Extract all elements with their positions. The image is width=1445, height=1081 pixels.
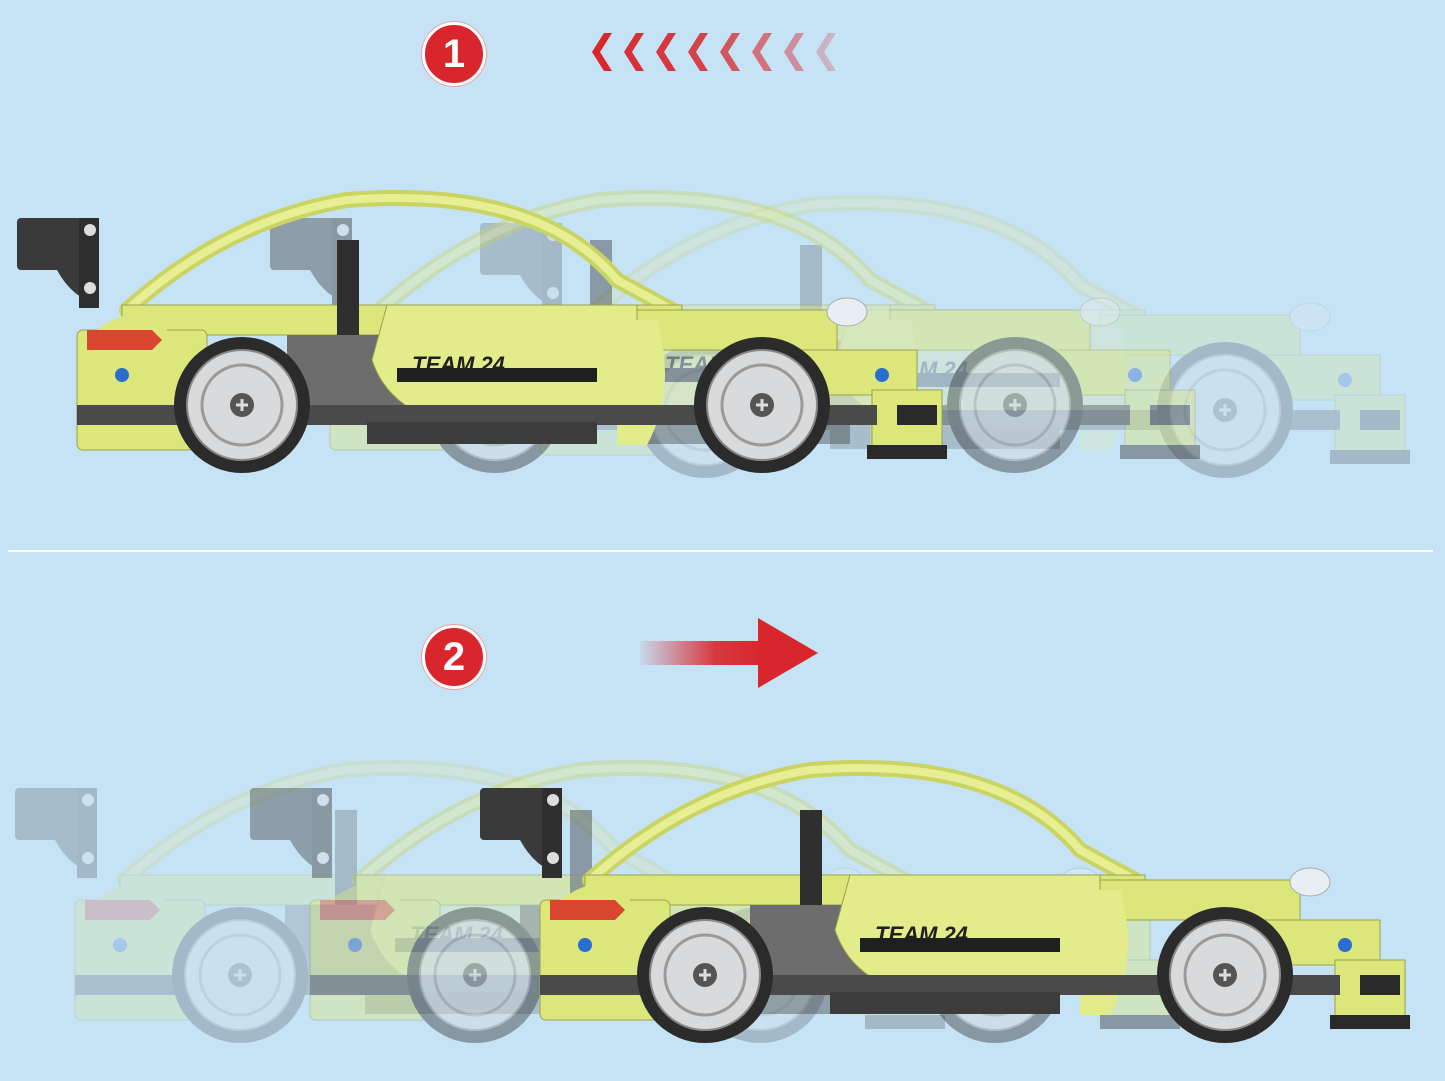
step-2-number: 2 [442,634,466,679]
step-1-number: 1 [442,31,466,76]
forward-arrow-icon [640,618,818,688]
backward-chevrons-icon [592,33,836,71]
section-divider [8,550,1433,552]
step-1-badge: 1 [422,22,486,86]
step-2-badge: 2 [422,625,486,689]
car-main-step-2 [480,768,1410,1043]
